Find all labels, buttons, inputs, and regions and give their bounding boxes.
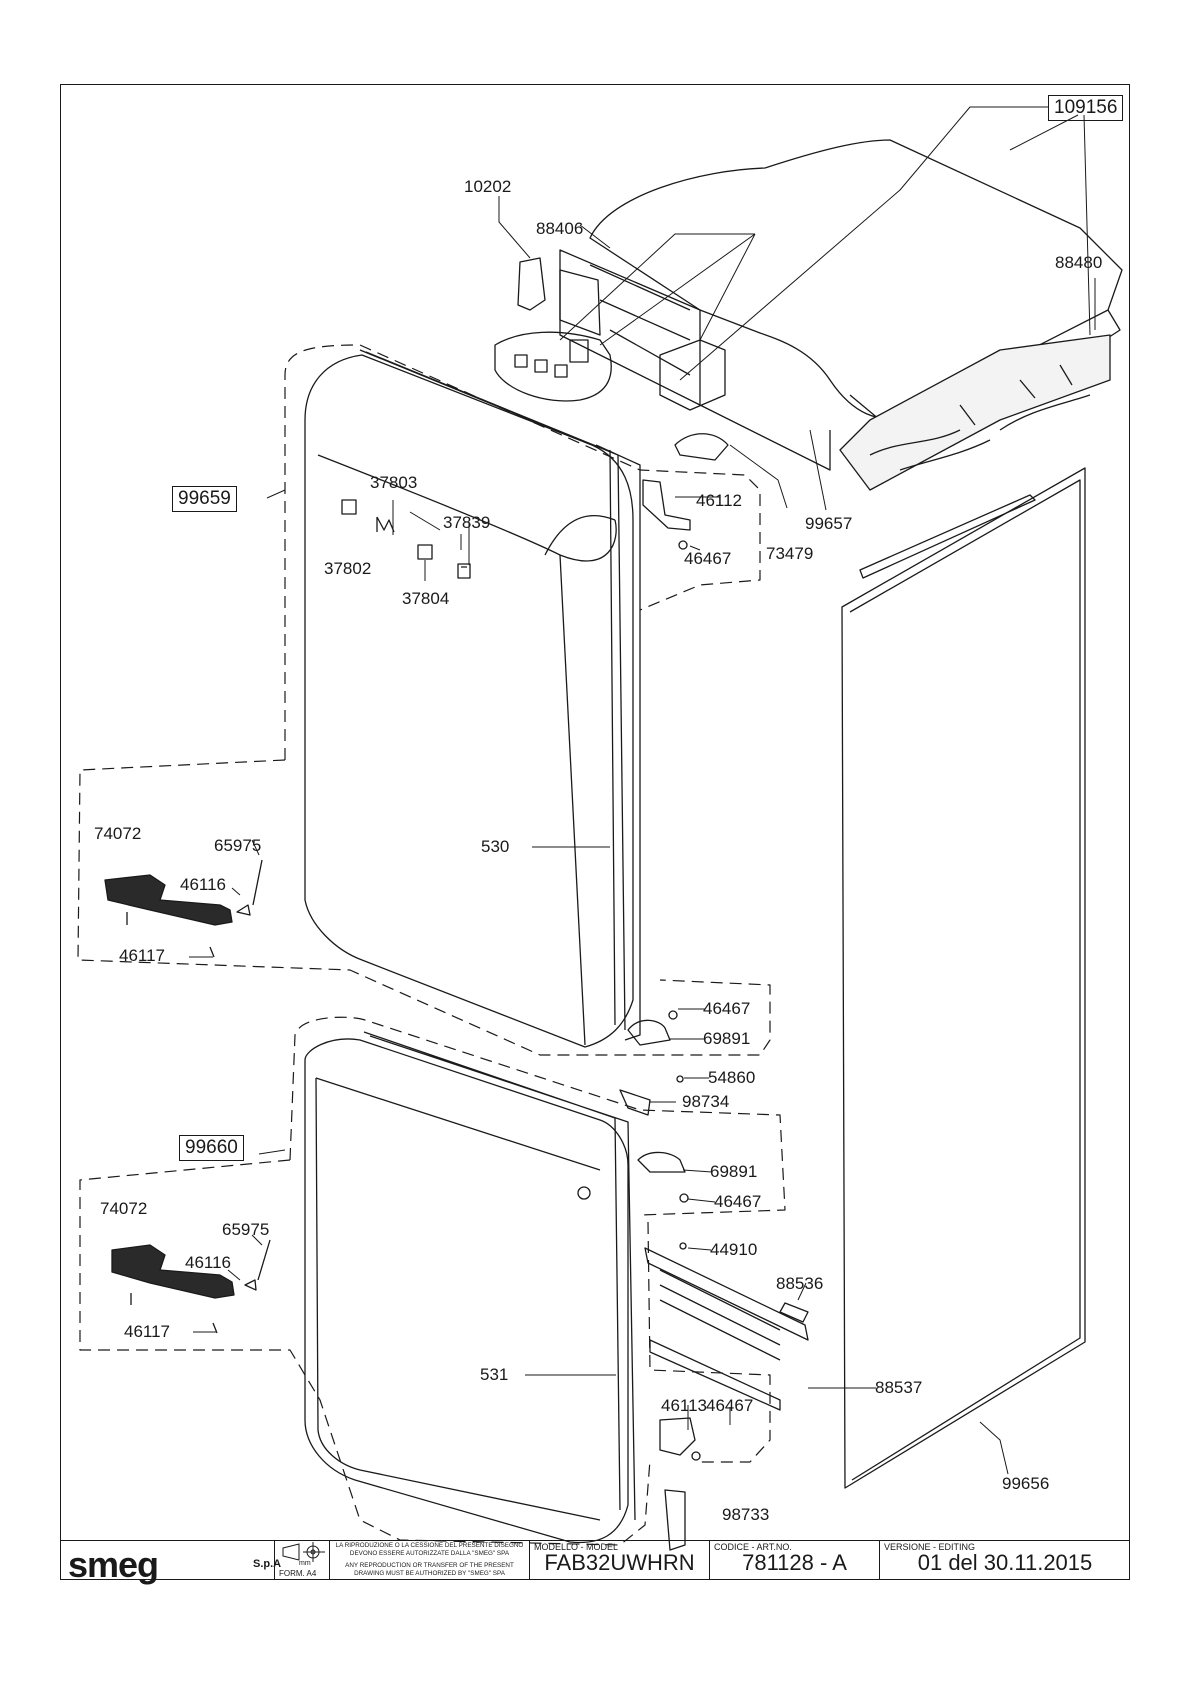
callout-37804: 37804 — [402, 589, 450, 608]
code-caption: CODICE - ART.NO. — [714, 1542, 792, 1552]
upper-door — [304, 349, 641, 1048]
brand-cell: smeg S.p.A — [60, 1540, 281, 1585]
side-panel-99656 — [841, 467, 1086, 1489]
callout-74072: 74072 — [100, 1199, 148, 1218]
callout-10202: 10202 — [464, 177, 512, 196]
handles — [104, 859, 271, 1334]
title-block-separator — [60, 1540, 1130, 1541]
callout-46117: 46117 — [119, 946, 166, 965]
callout-88480: 88480 — [1055, 253, 1103, 272]
scale-cell: mm FORM. A4 — [275, 1540, 330, 1580]
code-cell: CODICE - ART.NO. 781128 - A — [710, 1540, 880, 1580]
callout-65975: 65975 — [222, 1220, 270, 1239]
leader-lines — [189, 106, 1096, 1475]
projection-symbol-icon — [282, 1542, 325, 1562]
callout-99657: 99657 — [805, 514, 853, 533]
callout-98734: 98734 — [682, 1092, 730, 1111]
callout-37802: 37802 — [324, 559, 372, 578]
model-caption: MODELLO - MODEL — [534, 1542, 619, 1552]
callout-46467: 46467 — [703, 999, 751, 1018]
format-label: FORM. A4 — [279, 1569, 317, 1578]
callout-46113: 46113 — [661, 1396, 708, 1415]
callout-37839: 37839 — [443, 513, 491, 532]
callout-88406: 88406 — [536, 219, 584, 238]
callout-98733: 98733 — [722, 1505, 770, 1524]
callout-46467: 46467 — [714, 1192, 762, 1211]
callout-531: 531 — [480, 1365, 509, 1384]
callout-44910: 44910 — [710, 1240, 758, 1259]
top-cover-99657 — [559, 139, 1123, 491]
callout-46116: 46116 — [180, 875, 227, 894]
scale-unit: mm — [299, 1560, 311, 1567]
callout-46117: 46117 — [124, 1322, 171, 1341]
control-panel — [494, 269, 726, 411]
callout-65975: 65975 — [214, 836, 262, 855]
model-value: FAB32UWHRN — [544, 1550, 695, 1575]
callout-54860: 54860 — [708, 1068, 756, 1087]
title-block: smeg S.p.A mm FORM. A4 LA RIPRODUZIONE O… — [60, 1540, 1130, 1585]
brand-logo: smeg — [68, 1544, 159, 1585]
brand-suffix: S.p.A — [253, 1558, 282, 1570]
version-caption: VERSIONE - EDITING — [884, 1542, 976, 1552]
lower-door — [304, 1031, 636, 1544]
callout-88537: 88537 — [875, 1378, 923, 1397]
model-cell: MODELLO - MODEL FAB32UWHRN — [530, 1540, 710, 1580]
bracket-10202 — [517, 257, 546, 311]
callout-88536: 88536 — [776, 1274, 824, 1293]
callout-46467: 46467 — [706, 1396, 754, 1415]
callout-46112: 46112 — [696, 491, 743, 510]
callout-73479: 73479 — [766, 544, 814, 563]
callout-99660: 99660 — [179, 1135, 244, 1161]
callout-99659: 99659 — [172, 486, 237, 512]
notice-italian: LA RIPRODUZIONE O LA CESSIONE DEL PRESEN… — [335, 1542, 524, 1557]
small-parts — [619, 433, 809, 1551]
callout-46467: 46467 — [684, 549, 732, 568]
callout-37803: 37803 — [370, 473, 418, 492]
code-value: 781128 - A — [742, 1550, 847, 1575]
callout-530: 530 — [481, 837, 510, 856]
callout-69891: 69891 — [703, 1029, 751, 1048]
callout-99656: 99656 — [1002, 1474, 1050, 1493]
callout-69891: 69891 — [710, 1162, 758, 1181]
notice-cell: LA RIPRODUZIONE O LA CESSIONE DEL PRESEN… — [330, 1540, 530, 1580]
drawing-frame — [60, 84, 1130, 1580]
notice-english: ANY REPRODUCTION OR TRANSFER OF THE PRES… — [345, 1562, 514, 1577]
version-cell: VERSIONE - EDITING 01 del 30.11.2015 — [880, 1540, 1130, 1580]
callout-109156: 109156 — [1048, 95, 1124, 121]
version-value: 01 del 30.11.2015 — [917, 1550, 1093, 1575]
assembly-dashed-outlines — [77, 344, 786, 1546]
callout-46116: 46116 — [185, 1253, 232, 1272]
callout-74072: 74072 — [94, 824, 142, 843]
